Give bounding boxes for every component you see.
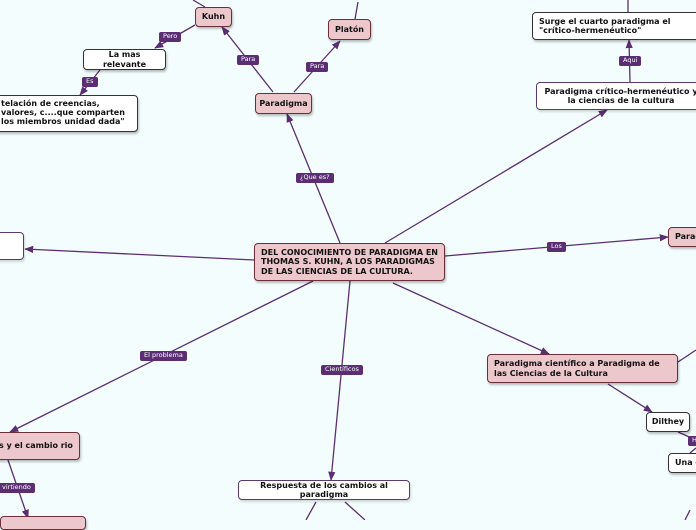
label-para-kuhn: Para [237,55,260,65]
label-los: Los [547,242,566,252]
label-h: H [688,436,696,446]
kuhn-text: Kuhn [201,12,226,22]
link-central-respuesta [328,280,351,481]
relevante-node[interactable]: La mas relevante [83,49,166,70]
link-h-una [689,447,696,454]
link-una-down [684,509,691,520]
critico-text: Paradigma crítico-hermenéutico y la cien… [544,86,696,105]
respuesta-node[interactable]: Respuesta de los cambios al paradigma [238,480,410,500]
label-aqui: Aqui [619,56,642,66]
central-topic-text: DEL CONOCIMIENTO DE PARADIGMA EN THOMAS … [261,248,438,276]
label-que-es: ¿Que es? [296,173,334,183]
cientifico-text: Paradigma científico a Paradigma de las … [494,359,660,378]
link-cientifico-dilthey [607,383,653,413]
label-el-problema: El problema [140,351,187,361]
link-central-left [24,245,255,261]
left-partial-node[interactable] [0,232,24,260]
cambio-text: s y el cambio rio [0,441,73,451]
constelacion-text: telación de creencias, valores, c....que… [1,99,125,127]
cambio-node[interactable]: s y el cambio rio [0,432,80,460]
respuesta-text: Respuesta de los cambios al paradigma [260,480,388,499]
critico-node[interactable]: Paradigma crítico-hermenéutico y la cien… [536,82,696,110]
link-central-critico [384,109,608,244]
una-text: Una c [675,458,696,468]
surge-node[interactable]: Surge el cuarto paradigma el "crítico-he… [532,12,696,40]
paradigma-text: Paradigma [259,98,308,108]
label-pero: Pero [159,32,182,42]
central-topic-node[interactable]: DEL CONOCIMIENTO DE PARADIGMA EN THOMAS … [254,243,445,281]
link-central-cientifico [392,282,550,355]
dilthey-node[interactable]: Dilthey [646,412,690,432]
parag-right-text: Parag [675,232,696,242]
relevante-text: La mas relevante [102,50,147,69]
bottom-left-partial-node[interactable] [0,516,86,530]
kuhn-node[interactable]: Kuhn [195,7,232,27]
platon-text: Platón [334,24,365,34]
link-cientifico-right [677,349,696,363]
una-node[interactable]: Una c [668,453,696,473]
link-respuesta-down2 [344,501,366,520]
label-para-platon: Para [306,62,329,72]
parag-right-node[interactable]: Parag [668,227,696,247]
label-es: Es [82,77,98,87]
link-respuesta-down1 [305,501,317,520]
label-virtiendo: virtiendo [0,483,35,493]
label-cientificos: Científicos [321,365,363,375]
platon-node[interactable]: Platón [328,19,371,40]
paradigma-node[interactable]: Paradigma [255,93,312,114]
dilthey-text: Dilthey [651,417,685,427]
link-platon-up [354,1,359,20]
constelacion-node[interactable]: telación de creencias, valores, c....que… [0,95,138,132]
cientifico-node[interactable]: Paradigma científico a Paradigma de las … [487,354,678,383]
surge-text: Surge el cuarto paradigma el "crítico-he… [539,16,671,35]
link-kuhn-up [192,0,206,8]
